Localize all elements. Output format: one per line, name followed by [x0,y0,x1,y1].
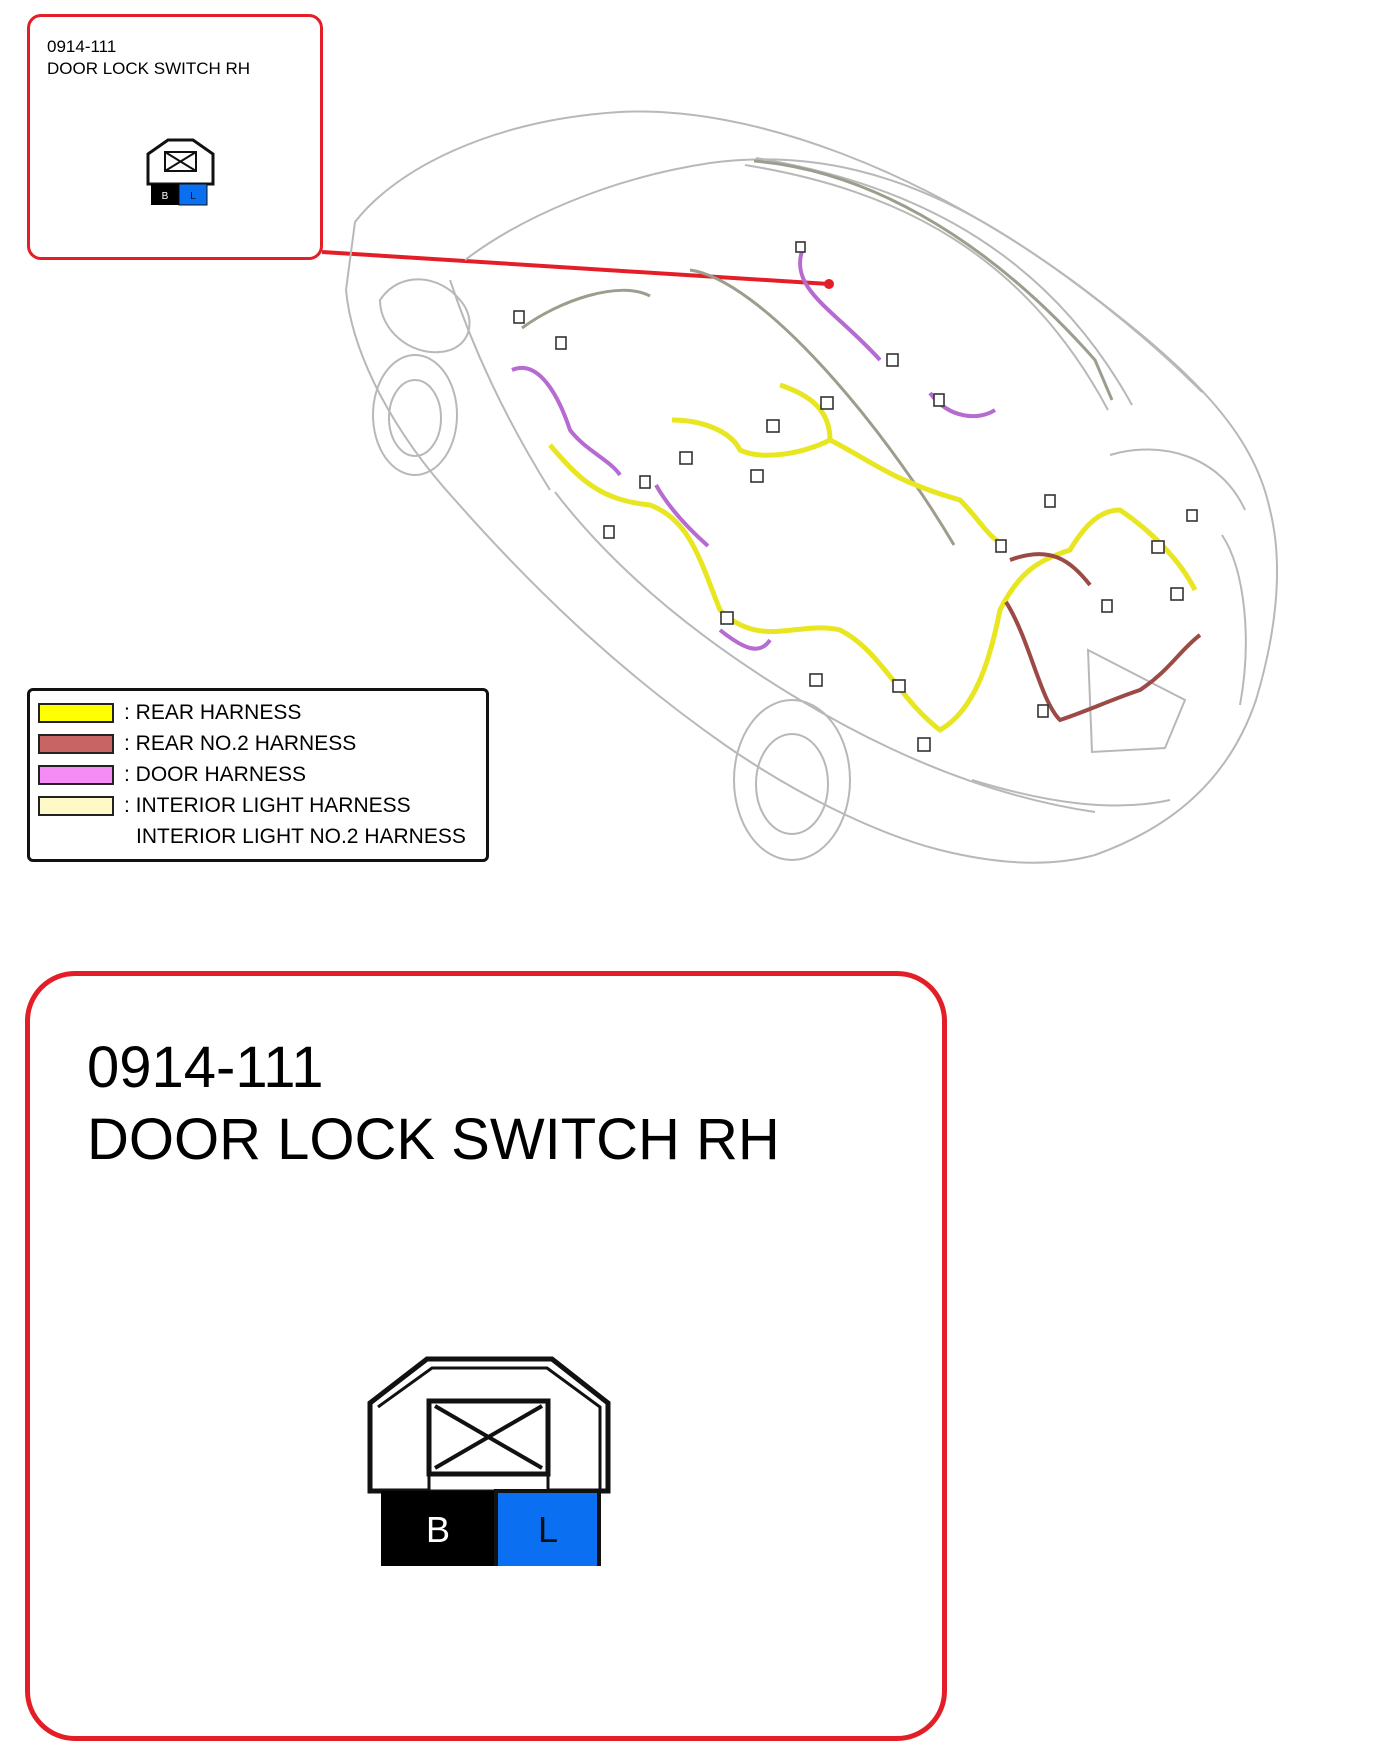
connector-name: DOOR LOCK SWITCH RH [47,59,251,78]
pin-l-small [178,183,208,206]
legend-swatch-rear-harness [38,703,114,723]
connector-face-large: B L [367,1356,611,1566]
pin-l-label-large: L [538,1509,558,1550]
legend-label-interior-light-no2-harness: INTERIOR LIGHT NO.2 HARNESS [136,825,466,848]
legend-label-door-harness: : DOOR HARNESS [124,763,307,786]
interior-light-harness [521,159,1114,546]
pin-b-label-large: B [426,1509,450,1550]
legend-label-rear-harness: : REAR HARNESS [124,701,302,724]
connector-code: 0914-111 [47,37,117,56]
legend-swatch-door-harness [38,765,114,785]
callout-leader-line [321,250,830,286]
legend-label-interior-light-harness: : INTERIOR LIGHT HARNESS [124,794,411,817]
harness-connectors [513,241,1198,752]
legend-row-door-harness: : DOOR HARNESS [38,763,306,787]
legend-swatch-rear-no2-harness [38,734,114,754]
connector-callout-large: 0914-111 DOOR LOCK SWITCH RH B L [25,971,947,1741]
pin-l-label-small: L [190,191,196,202]
legend-row-rear-no2-harness: : REAR NO.2 HARNESS [38,732,356,756]
connector-name-large: DOOR LOCK SWITCH RH [87,1107,780,1172]
connector-callout-small: 0914-111 DOOR LOCK SWITCH RH B L [27,14,323,260]
connector-face-small: B L [146,138,215,206]
pin-b-large [381,1491,496,1566]
rear-harness [548,382,1198,733]
legend-row-rear-harness: : REAR HARNESS [38,701,301,725]
harness-legend: : REAR HARNESS : REAR NO.2 HARNESS : DOO… [27,688,489,862]
legend-swatch-interior-light-harness [38,796,114,816]
connector-code-large: 0914-111 [87,1035,324,1100]
legend-label-rear-no2-harness: : REAR NO.2 HARNESS [124,732,357,755]
door-harness [511,250,997,651]
legend-row-interior-light-harness: : INTERIOR LIGHT HARNESS [38,794,411,818]
component-location-dot [824,279,834,289]
pin-b-label-small: B [162,191,169,202]
pin-l-large [494,1489,601,1566]
rear-no2-harness [1004,552,1202,723]
pin-b-small [151,184,179,205]
